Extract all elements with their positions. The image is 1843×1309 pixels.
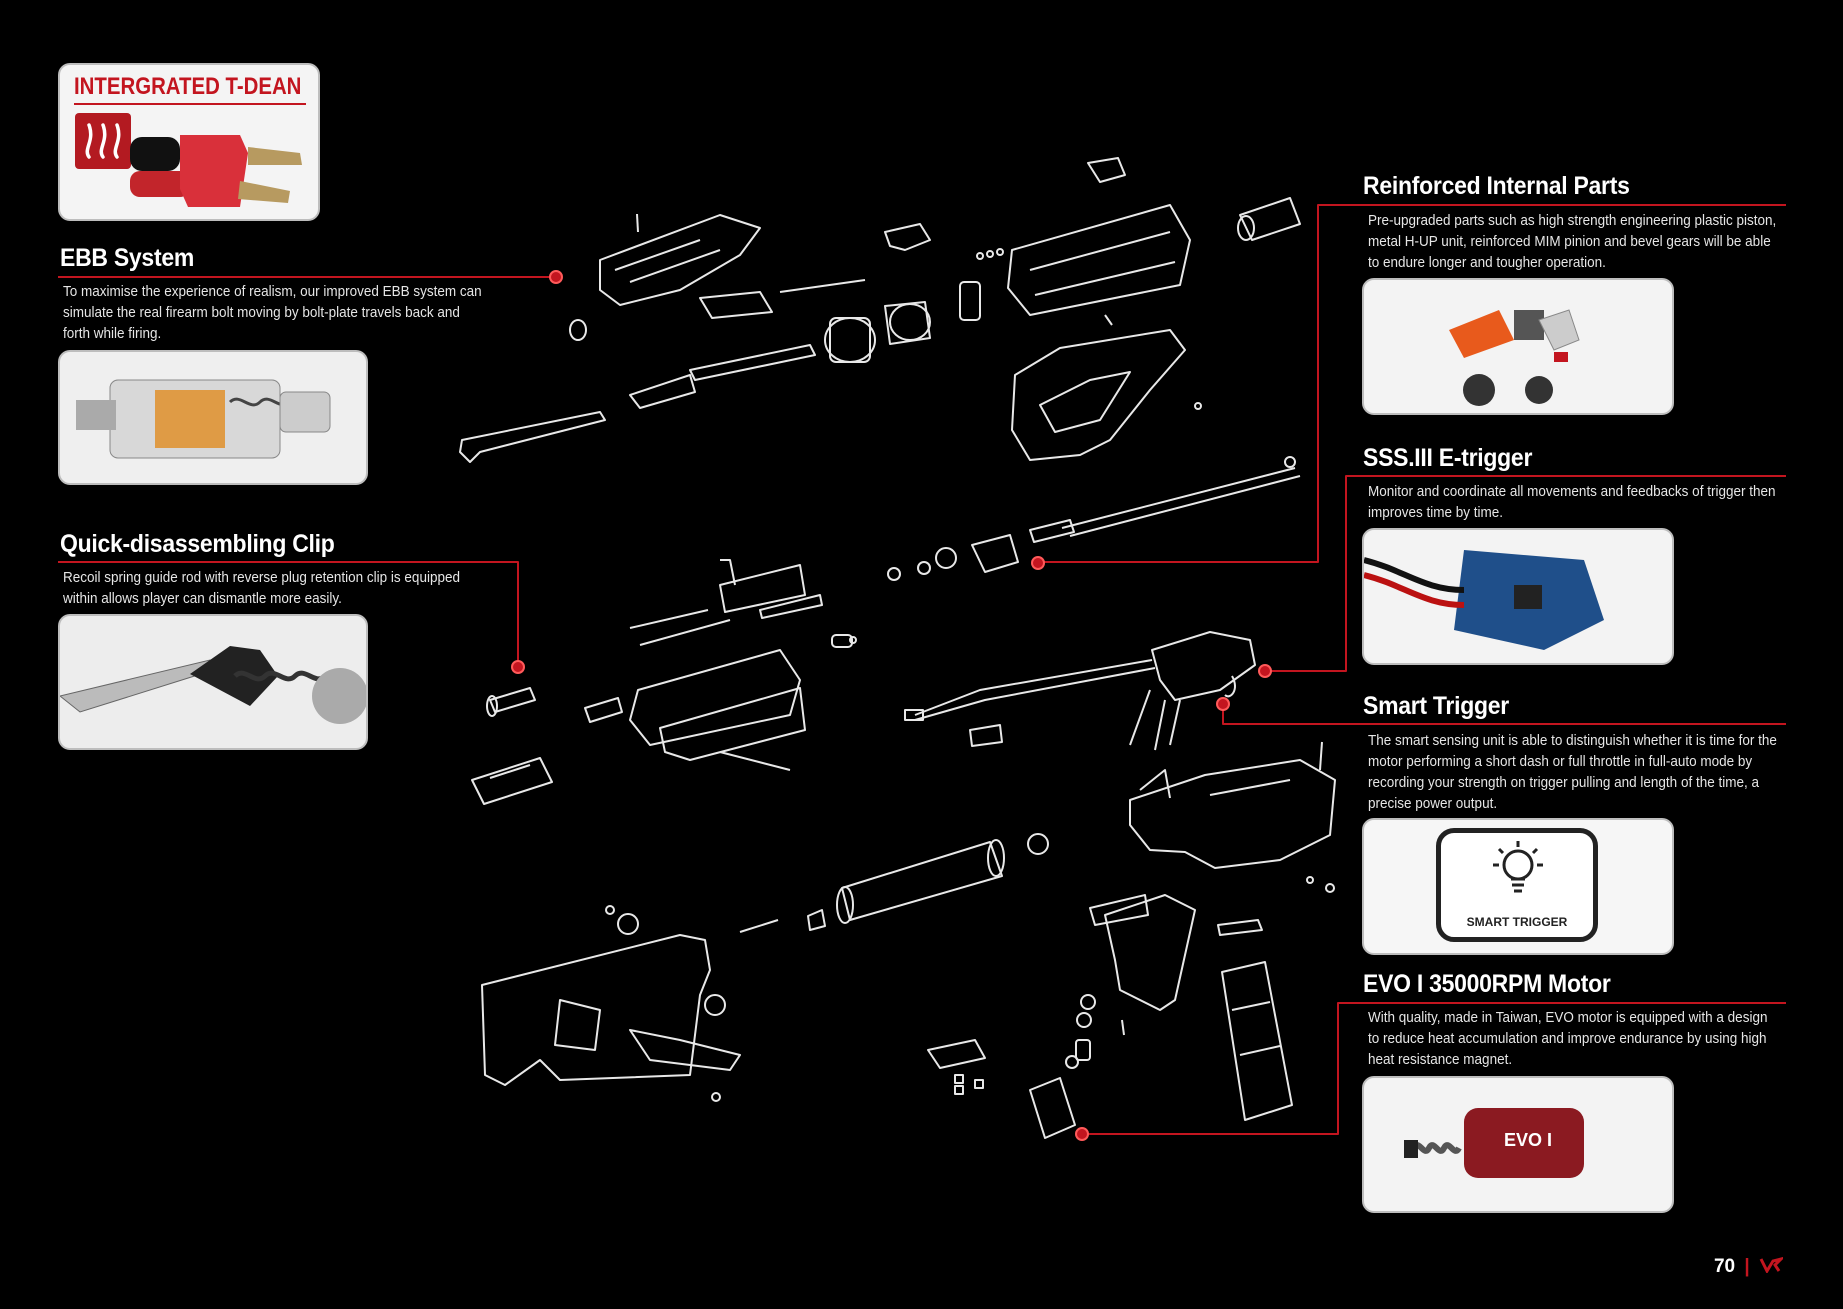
hotspot-reinforced (1031, 556, 1045, 570)
motor (1029, 1077, 1076, 1139)
hotspot-ebb (549, 270, 563, 284)
etrigger-image (1362, 528, 1674, 665)
etrigger-heading: SSS.III E-trigger (1363, 444, 1533, 472)
reinforced-heading: Reinforced Internal Parts (1363, 172, 1630, 200)
pistol-grip (1104, 894, 1196, 1011)
piston-sleeve (471, 757, 553, 805)
t-dean-badge: INTERGRATED T-DEAN (58, 63, 320, 221)
reinforced-image (1362, 278, 1674, 415)
page-number: 70 (1713, 1256, 1736, 1277)
rule-reinforced (1318, 204, 1786, 206)
hotspot-etrigger (1258, 664, 1272, 678)
ebb-heading: EBB System (60, 244, 195, 272)
motor-text: With quality, made in Taiwan, EVO motor … (1368, 1009, 1768, 1068)
brand-logo-icon (1759, 1256, 1786, 1275)
handguard (1007, 204, 1191, 316)
gearbox-bottom (659, 687, 806, 761)
dust-cover (699, 291, 773, 319)
magazine (1221, 961, 1293, 1121)
clip-text: Recoil spring guide rod with reverse plu… (63, 569, 460, 607)
trigger-unit (1151, 631, 1256, 701)
barrel-ring (824, 317, 876, 363)
motor-label: EVO I (1504, 1130, 1553, 1150)
hotspot-smart (1216, 697, 1230, 711)
connector-clip (58, 561, 519, 665)
page-number-wrap: 70 | (1713, 1256, 1786, 1278)
clip-heading: Quick-disassembling Clip (60, 530, 335, 558)
gearbox-top (629, 649, 801, 746)
stock (481, 934, 711, 1086)
smart-text: The smart sensing unit is able to distin… (1368, 732, 1777, 812)
motor-image: EVO I (1362, 1076, 1674, 1213)
smart-trigger-logo: SMART TRIGGER (1436, 828, 1598, 942)
upper-receiver (599, 214, 761, 306)
ebb-text: To maximise the experience of realism, o… (63, 283, 482, 342)
bulb-icon (1493, 841, 1543, 893)
hotspot-motor (1075, 1127, 1089, 1141)
flash-hider (1239, 197, 1301, 241)
smart-heading: Smart Trigger (1363, 692, 1509, 720)
smart-trigger-logo-text: SMART TRIGGER (1466, 915, 1568, 929)
lower-receiver (1129, 759, 1336, 869)
motor-heading: EVO I 35000RPM Motor (1363, 970, 1611, 998)
rule-motor (1338, 1002, 1786, 1004)
outer-barrel (689, 344, 816, 381)
hotspot-clip (511, 660, 525, 674)
etrigger-text: Monitor and coordinate all movements and… (1368, 483, 1776, 521)
charging-handle (459, 411, 606, 463)
rule-smart (1223, 723, 1786, 725)
buffer-tube (841, 841, 1003, 921)
spring-guide (489, 687, 536, 713)
t-dean-connector-image (130, 135, 302, 207)
clip-image (58, 614, 368, 750)
reinforced-text: Pre-upgraded parts such as high strength… (1368, 212, 1777, 271)
heat-icon (75, 113, 131, 169)
foregrip (1011, 329, 1186, 461)
rule-etrigger (1346, 475, 1786, 477)
smart-trigger-image: SMART TRIGGER (1362, 818, 1674, 955)
ebb-image (58, 350, 368, 485)
badge-title: INTERGRATED T-DEAN (74, 73, 302, 100)
